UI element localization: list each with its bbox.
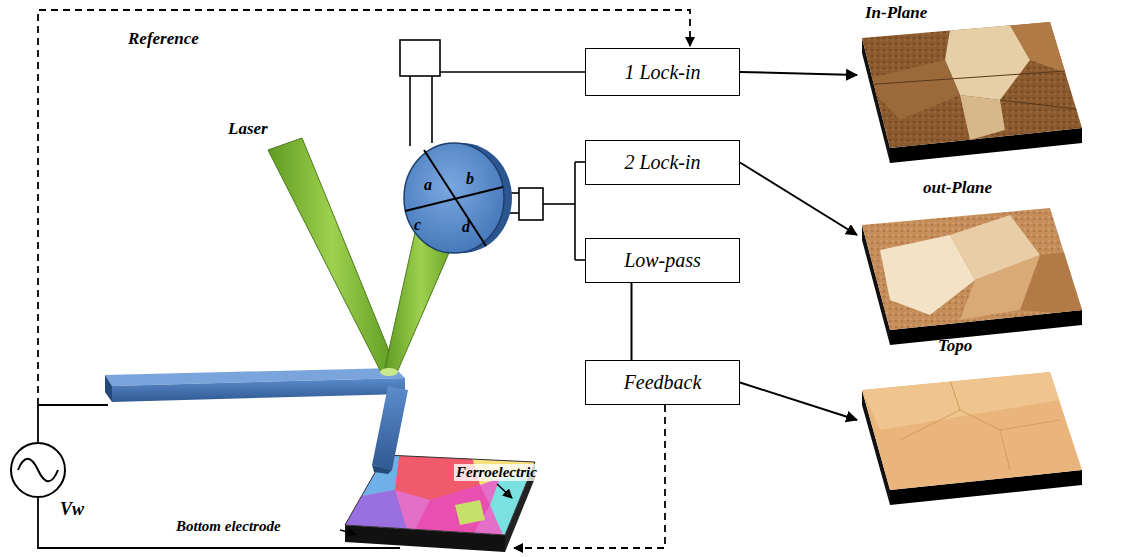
annotation-label: Vw: [60, 500, 84, 520]
connector: [740, 163, 857, 236]
image-panel: Topo: [855, 334, 1087, 506]
annotation-label: a: [424, 176, 432, 194]
panel-heading: Topo: [938, 336, 972, 356]
process-box: 2 Lock-in: [585, 140, 740, 185]
image-panel: In-Plane: [855, 2, 1087, 167]
annotation-label: Laser: [228, 120, 268, 139]
connector: [740, 72, 857, 75]
process-box: Feedback: [585, 360, 740, 405]
annotation-label: b: [466, 170, 474, 188]
annotation-label: d: [462, 218, 470, 236]
annotation-label: Bottom electrode: [176, 518, 281, 535]
panel-heading: out-Plane: [923, 178, 992, 198]
annotation-label: c: [414, 216, 421, 234]
image-panel: out-Plane: [855, 178, 1087, 338]
box-label: 1 Lock-in: [624, 61, 700, 84]
annotation-label: Reference: [128, 30, 199, 49]
box-label: Feedback: [624, 371, 702, 394]
connector: [631, 283, 633, 360]
connector: [740, 383, 857, 421]
process-box: 1 Lock-in: [585, 48, 740, 96]
panel-heading: In-Plane: [865, 3, 927, 23]
annotation-label: Ferroelectric: [454, 464, 539, 481]
box-label: Low-pass: [624, 249, 701, 272]
box-label: 2 Lock-in: [624, 151, 700, 174]
process-box: Low-pass: [585, 238, 740, 283]
